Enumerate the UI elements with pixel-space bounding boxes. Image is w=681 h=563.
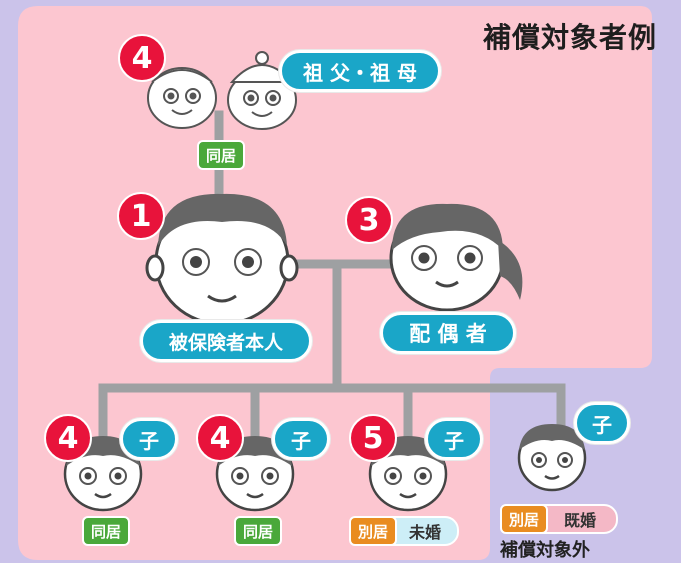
tag-child3-unmarried: 未婚 xyxy=(391,516,459,546)
badge-child2: 4 xyxy=(196,414,244,462)
diagram-title: 補償対象者例 xyxy=(482,21,657,54)
self-face xyxy=(145,193,299,326)
label-child4: 子 xyxy=(574,402,630,444)
tag-grandparents-cohabiting: 同居 xyxy=(197,140,245,170)
spouse-face xyxy=(389,203,523,312)
badge-child1: 4 xyxy=(44,414,92,462)
label-self: 被保険者本人 xyxy=(140,320,312,362)
connector-lines xyxy=(98,110,566,445)
label-child1: 子 xyxy=(120,418,178,460)
tag-child3-separate: 別居 xyxy=(349,516,397,546)
tag-child1-cohabiting: 同居 xyxy=(82,516,130,546)
tag-child2-cohabiting: 同居 xyxy=(234,516,282,546)
badge-self: 1 xyxy=(117,192,165,240)
label-spouse: 配 偶 者 xyxy=(380,312,516,354)
child4-face xyxy=(517,424,587,492)
badge-grandparents: 4 xyxy=(118,34,166,82)
not-covered-label: 補償対象外 xyxy=(500,540,590,561)
tag-child4-separate: 別居 xyxy=(500,504,548,534)
label-child3: 子 xyxy=(425,418,483,460)
grandmother-face xyxy=(227,51,297,130)
tag-child4-married: 既婚 xyxy=(542,504,618,534)
badge-child3: 5 xyxy=(349,414,397,462)
badge-spouse: 3 xyxy=(345,196,393,244)
label-child2: 子 xyxy=(272,418,330,460)
grandfather-face xyxy=(147,67,217,129)
label-grandparents: 祖 父・祖 母 xyxy=(279,50,441,92)
